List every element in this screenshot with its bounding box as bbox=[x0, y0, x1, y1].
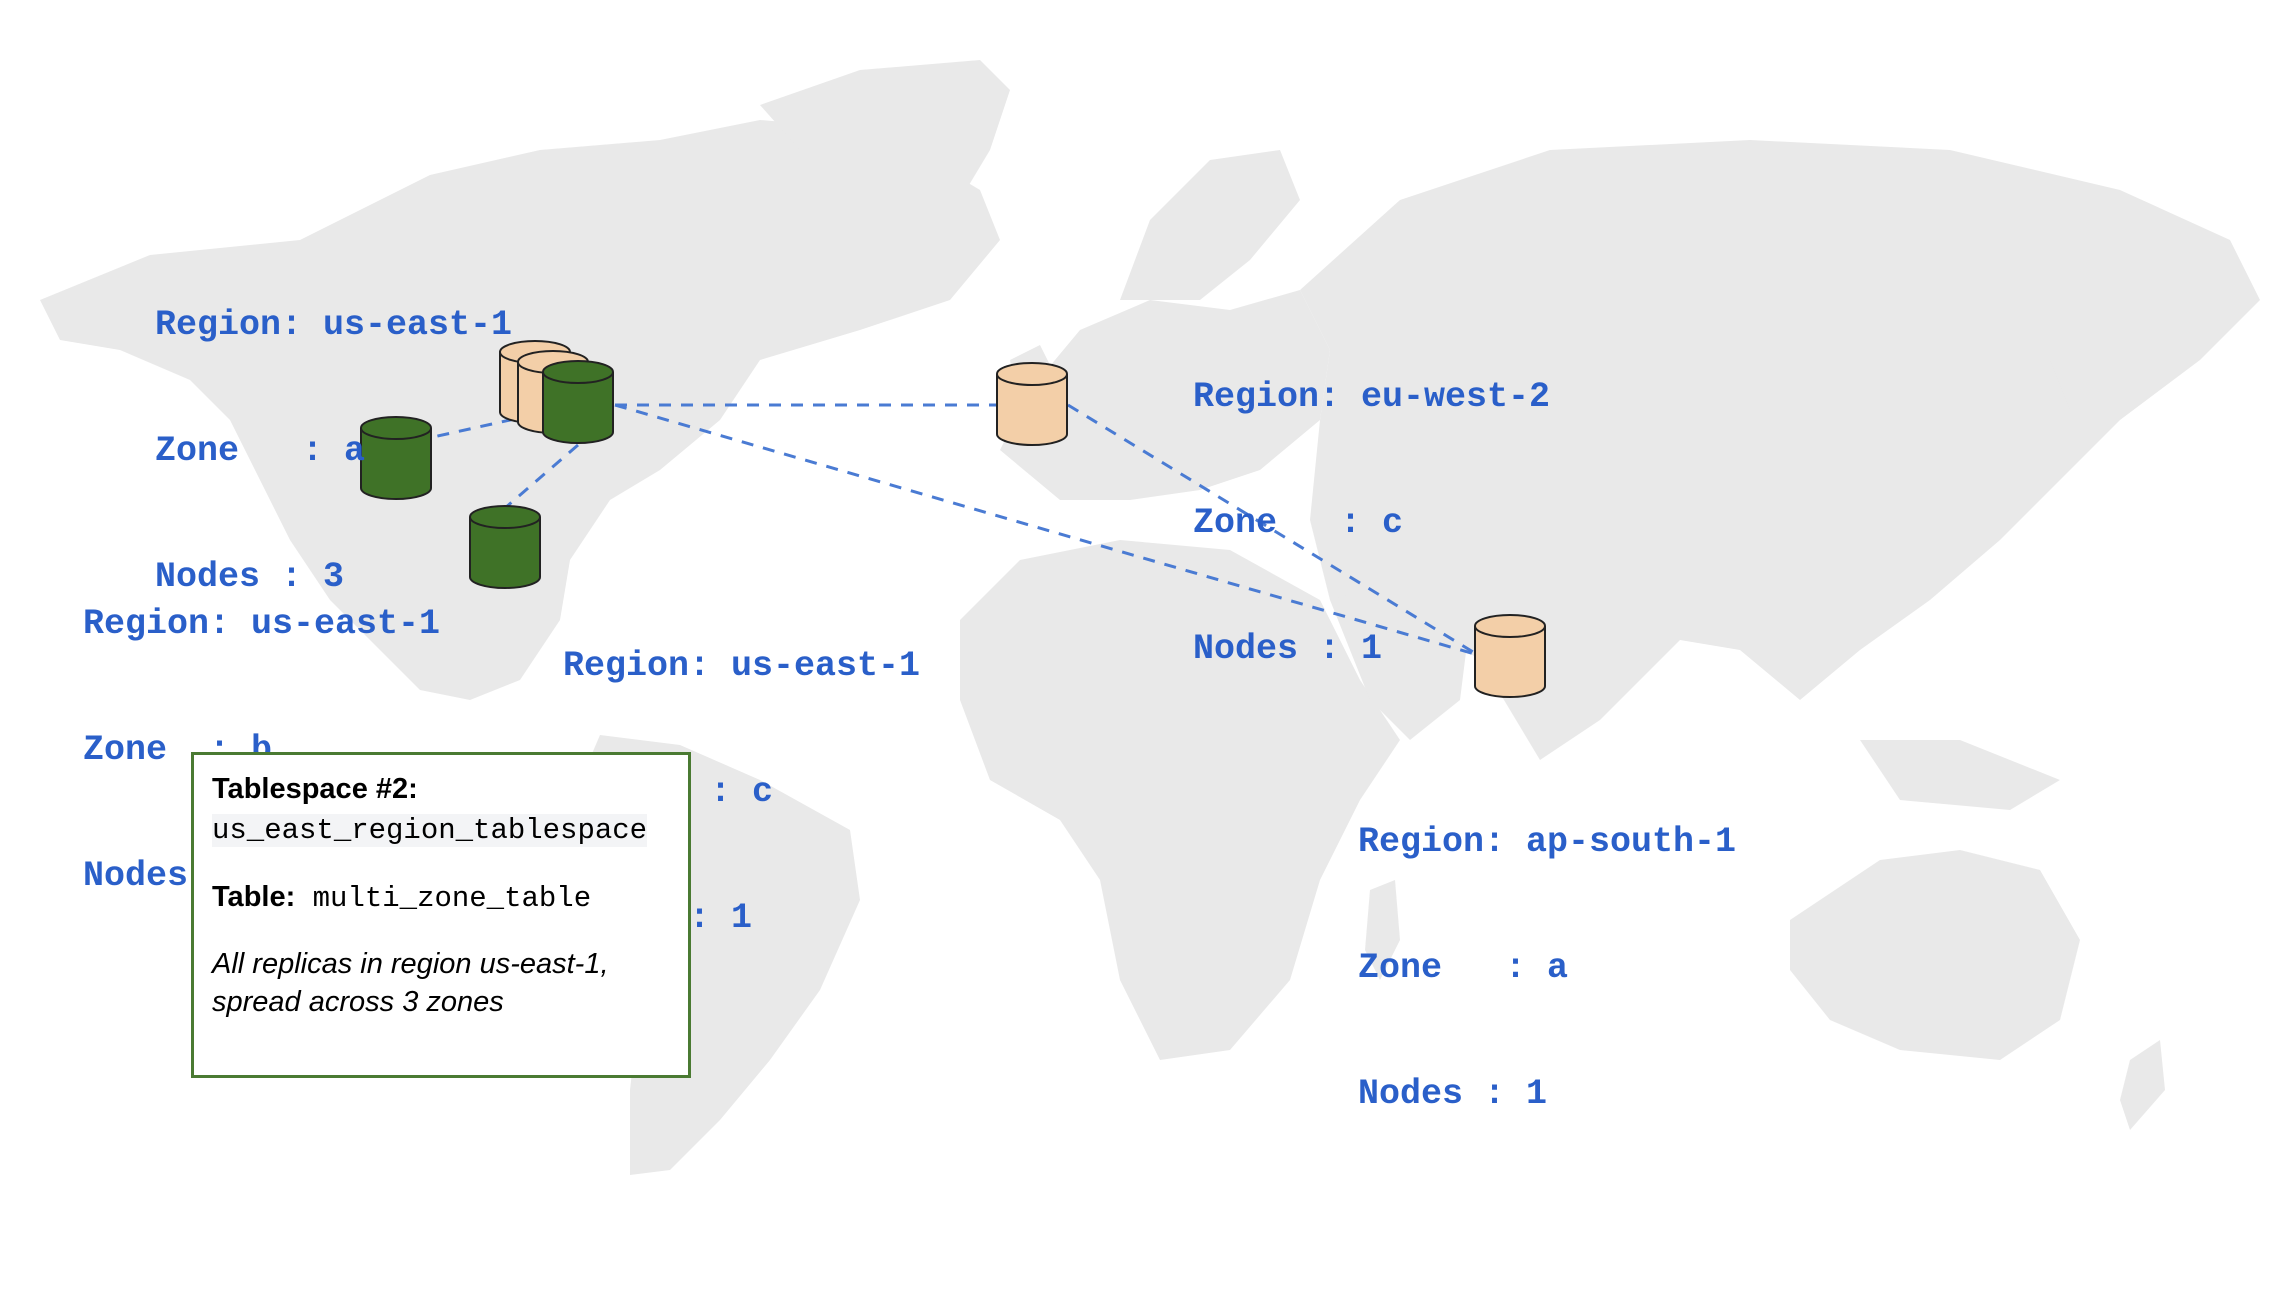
zone-line: Zone : c bbox=[1193, 503, 1404, 543]
tablespace-name: us_east_region_tablespace bbox=[212, 814, 648, 847]
db-node-icon bbox=[360, 416, 432, 500]
region-line: Region: us-east-1 bbox=[155, 305, 513, 345]
db-node-icon bbox=[469, 505, 541, 589]
tablespace-info-box: Tablespace #2: us_east_region_tablespace… bbox=[191, 752, 691, 1078]
region-line: Region: us-east-1 bbox=[83, 604, 441, 644]
tablespace-label: Tablespace #2: bbox=[212, 773, 418, 805]
zone-line: Zone : a bbox=[155, 431, 366, 471]
db-node-icon bbox=[542, 360, 614, 444]
region-label-us-east-1-zone-b: Region: us-east-1 Zone : b Nodes : 1 bbox=[83, 519, 440, 939]
replica-note: All replicas in region us-east-1, spread… bbox=[212, 945, 670, 1021]
region-label-eu-west-2: Region: eu-west-2 Zone : c Nodes : 1 bbox=[1193, 292, 1550, 712]
region-line: Region: eu-west-2 bbox=[1193, 377, 1551, 417]
replica-note-line-1: All replicas in region us-east-1, bbox=[212, 948, 609, 980]
nodes-line: Nodes : 1 bbox=[1193, 629, 1383, 669]
replica-note-line-2: spread across 3 zones bbox=[212, 986, 504, 1018]
table-label: Table: bbox=[212, 881, 296, 913]
region-label-us-east-1-zone-a: Region: us-east-1 Zone : a Nodes : 3 bbox=[155, 220, 512, 640]
region-label-ap-south-1: Region: ap-south-1 Zone : a Nodes : 1 bbox=[1358, 737, 1736, 1157]
db-node-icon bbox=[996, 362, 1068, 446]
nodes-line: Nodes : 3 bbox=[155, 557, 345, 597]
table-name: multi_zone_table bbox=[295, 882, 592, 915]
zone-line: Zone : a bbox=[1358, 948, 1569, 988]
table-line: Table: multi_zone_table bbox=[212, 881, 670, 915]
region-line: Region: ap-south-1 bbox=[1358, 822, 1737, 862]
link-eu-west-to-ap-south bbox=[1067, 403, 1479, 657]
db-node-icon bbox=[1474, 614, 1546, 698]
world-map-background bbox=[40, 60, 2260, 1175]
region-line: Region: us-east-1 bbox=[563, 646, 921, 686]
link-us-east-to-ap-south bbox=[614, 403, 1479, 657]
nodes-line: Nodes : 1 bbox=[1358, 1074, 1548, 1114]
link-zone-a-to-zone-c bbox=[504, 443, 579, 510]
